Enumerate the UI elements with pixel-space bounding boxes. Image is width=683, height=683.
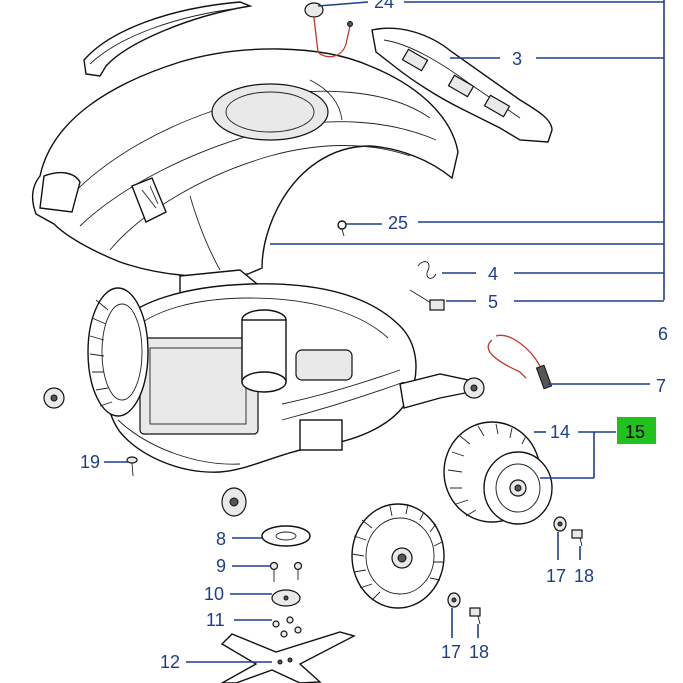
spring-part <box>417 261 437 279</box>
screw-19 <box>126 456 138 477</box>
connector-cable <box>304 2 353 58</box>
callout-10: 10 <box>204 584 224 604</box>
left-drive-wheel <box>87 287 149 417</box>
hub-nut-right <box>553 516 567 532</box>
cutting-blade-12 <box>220 631 356 683</box>
screw-part <box>337 220 347 237</box>
callout-8: 8 <box>216 529 226 549</box>
front-bumper-strip <box>83 1 253 77</box>
leader-lines <box>104 0 665 663</box>
callout-5: 5 <box>488 292 498 312</box>
hub-bolt-right <box>571 529 583 547</box>
wire-harness <box>487 334 553 390</box>
callout-15: 15 <box>625 422 645 442</box>
callout-17-right: 17 <box>546 566 566 586</box>
callout-19: 19 <box>80 452 100 472</box>
hub-nut-bottom <box>447 592 461 608</box>
callout-6: 6 <box>658 324 668 344</box>
callout-12: 12 <box>160 652 180 672</box>
caster-wheel-bottom <box>221 487 247 517</box>
callout-25: 25 <box>388 213 408 233</box>
callout-4: 4 <box>488 264 498 284</box>
callout-labels: 24 3 25 4 5 6 7 14 15 19 8 9 10 11 12 17… <box>80 0 668 672</box>
callout-11: 11 <box>206 610 225 630</box>
top-cover <box>31 48 459 313</box>
rear-bumper-part <box>371 27 553 143</box>
screws-11 <box>272 616 302 638</box>
callout-24: 24 <box>374 0 394 12</box>
screws-9 <box>269 561 303 582</box>
highlight-box-15 <box>617 417 656 444</box>
chassis <box>103 283 485 473</box>
callout-18-bottom: 18 <box>469 642 489 662</box>
caster-wheel-left <box>43 387 65 409</box>
blade-disc-8 <box>261 525 311 547</box>
callout-9: 9 <box>216 556 226 576</box>
rear-wheel-assembly <box>443 421 553 525</box>
callout-7: 7 <box>656 376 666 396</box>
callout-17-bottom: 17 <box>441 642 461 662</box>
pin-part <box>409 289 445 311</box>
callout-3: 3 <box>512 49 522 69</box>
front-wheel <box>351 503 445 609</box>
blade-hub-10 <box>271 589 301 607</box>
hub-bolt-bottom <box>469 607 481 625</box>
callout-18-right: 18 <box>574 566 594 586</box>
callout-14: 14 <box>550 422 570 442</box>
